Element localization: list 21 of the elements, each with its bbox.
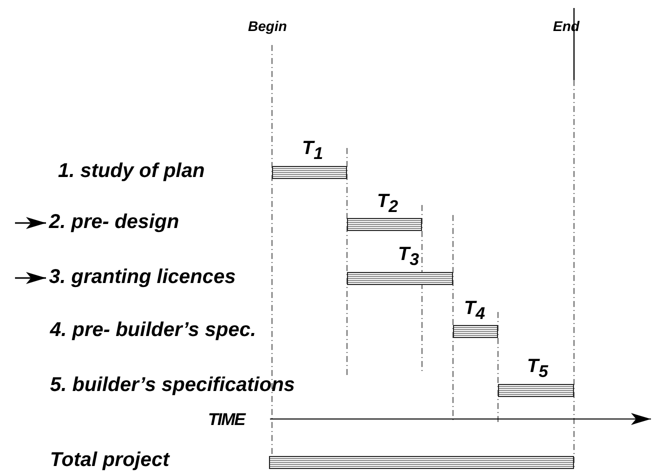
task-name: Total project bbox=[50, 448, 170, 472]
task-bar bbox=[272, 166, 347, 179]
duration-label: T$_{1}$ bbox=[302, 139, 324, 164]
duration-label: T$_{3}$ bbox=[398, 245, 420, 270]
axis-label: TIME bbox=[208, 410, 245, 430]
milestone-label: Begin bbox=[248, 18, 287, 34]
task-bar bbox=[453, 325, 498, 338]
duration-label: T$_{4}$ bbox=[464, 299, 486, 324]
task-name: 1. study of plan bbox=[58, 159, 205, 183]
task-bar bbox=[347, 218, 422, 231]
task-name: 2. pre- design bbox=[49, 210, 180, 234]
task-name: 5. builder’s specifications bbox=[50, 373, 295, 397]
duration-label: T$_{2}$ bbox=[377, 192, 398, 217]
duration-label: T$_{5}$ bbox=[527, 357, 548, 382]
task-bar bbox=[498, 384, 574, 397]
task-name: 4. pre- builder’s spec. bbox=[50, 318, 256, 342]
task-name: 3. granting licences bbox=[49, 265, 236, 289]
pointer-arrow bbox=[15, 272, 46, 284]
pointer-arrow bbox=[15, 217, 46, 229]
task-bar bbox=[269, 456, 574, 469]
task-bar bbox=[347, 272, 453, 285]
